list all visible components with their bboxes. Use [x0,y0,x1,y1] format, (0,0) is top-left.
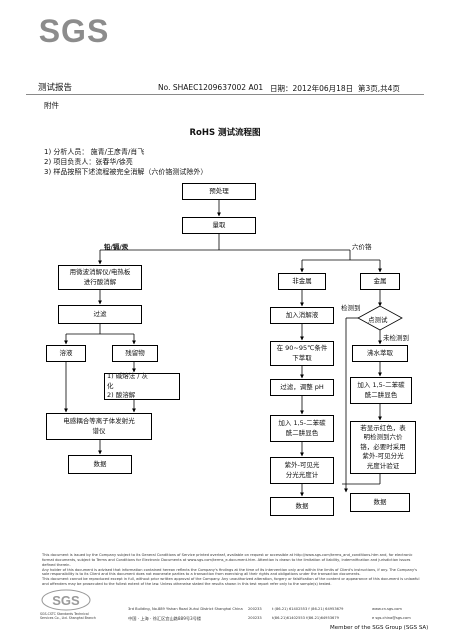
sgs-group-member: Member of the SGS Group (SGS SA) [330,625,429,631]
digest-line-1: 用微波消解仪/电热板 [69,268,131,277]
add-digest-label: 加入消解液 [285,310,319,319]
data-left-label: 数据 [93,459,107,468]
residue-step-1: 1) 碱熔法 / 灰 [107,372,149,381]
icp-line-1: 电感耦合等离子体发射光 [63,417,135,426]
residue-label: 残留物 [125,348,145,357]
branch-lead-cd-hg: 铅/镉/汞 [104,243,129,251]
uvvis-line-1: 紫外-可见光 [284,461,320,470]
note-3: 3) 样品按照下述流程被完全消解（六价铬测试除外） [44,168,208,176]
address-cn: 中国 · 上海 · 徐汇区宜山路889号3号楼 [128,616,202,621]
solution-label: 溶液 [59,348,73,357]
filter-ph-label: 过滤，调整 pH [280,382,324,391]
phone-cn: t(86-21)61402553 f(86-21)64953679 [272,616,339,620]
doc-title: 测试报告 [38,83,73,93]
preprocess-step: 预处理 [182,183,256,200]
heat-extract-step: 在 90~95℃条件 下萃取 [270,341,334,366]
disclaimer-line-2: Any holder of this document is advised t… [42,567,417,577]
confirm-line-3: 铬，必要时采用 [360,442,406,451]
heat-line-1: 在 90~95℃条件 [276,344,328,353]
preprocess-label: 预处理 [209,186,229,195]
microwave-digest-step: 用微波消解仪/电热板 进行酸消解 [58,265,142,290]
sgs-seal-logo: SGS [40,586,92,624]
dpc-mid-line-1: 加入 1,5-二苯碳 [278,419,326,428]
spot-test-label: 点测试 [368,316,388,324]
filter-ph-step: 过滤，调整 pH [270,379,334,396]
icp-line-2: 谱仪 [92,426,106,435]
residue-treatment-step: 1) 碱熔法 / 灰 化 2) 酸溶解 [104,372,180,400]
boil-label: 沸水萃取 [367,348,393,357]
confirm-line-2: 明检测到六价 [363,433,403,442]
attachment-label: 附件 [44,101,59,110]
dpc-right-line-2: 酰二肼显色 [364,390,398,399]
data-middle-step: 数据 [270,497,334,516]
boil-extract-step: 沸水萃取 [352,345,408,362]
data-right-step: 数据 [350,493,410,512]
solution-step: 溶液 [46,345,86,362]
filter-label: 过滤 [93,309,107,318]
dpc-mid-line-2: 酰二肼显色 [285,428,319,437]
heat-line-2: 下萃取 [292,353,312,362]
svg-text:SGS: SGS [39,13,110,49]
nonmetal-step: 非金属 [278,273,326,290]
add-dpc-right-step: 加入 1,5-二苯碳 酰二肼显色 [350,377,412,404]
postcode-2: 200233 [248,616,262,620]
note-2: 2) 项目负责人：张春华/徐亮 [44,158,133,166]
confirm-line-1: 若显示红色，表 [360,423,406,432]
website-link[interactable]: www.cn.sgs.com [372,607,402,611]
note-1: 1) 分析人员： 施青/王彦青/肖飞 [44,148,145,156]
weigh-label: 量取 [212,220,226,229]
company-name: SGS-CSTC Standards Technical Services Co… [40,612,96,621]
dpc-right-line-1: 加入 1,5-二苯碳 [357,381,405,390]
page-number: 第3页,共4页 [358,84,400,93]
not-detected-label: 未检测到 [383,334,409,342]
uvvis-line-2: 分光光度计 [285,470,319,479]
branch-cr6: 六价铬 [352,243,372,251]
address-en: 3rd Building, No.889 Yishan Road Xuhui D… [128,607,243,611]
nonmetal-label: 非金属 [292,276,312,285]
uv-vis-step: 紫外-可见光 分光光度计 [270,457,334,484]
red-color-confirm-step: 若显示红色，表 明检测到六价 铬，必要时采用 紫外-可见分光 光度计验证 [350,421,416,474]
icp-oes-step: 电感耦合等离子体发射光 谱仪 [46,413,152,440]
residue-step-1b: 化 [107,381,114,390]
confirm-line-5: 光度计验证 [366,461,400,470]
data-middle-label: 数据 [295,501,309,510]
report-date: 日期：2012年06月18日 [270,84,354,93]
detected-label: 检测到 [341,304,361,312]
email-link[interactable]: e sgs.china@sgs.com [372,616,411,620]
metal-step: 金属 [360,273,400,290]
add-dpc-middle-step: 加入 1,5-二苯碳 酰二肼显色 [270,415,334,442]
postcode-1: 200233 [248,607,262,611]
svg-text:SGS: SGS [52,593,80,608]
data-left-step: 数据 [68,455,132,474]
digest-line-2: 进行酸消解 [83,277,117,286]
residue-step: 残留物 [112,345,158,362]
report-number: No. SHAEC1209637002 A01 [158,83,264,92]
weigh-step: 量取 [182,217,256,234]
header-rule [26,94,424,95]
flow-title: RoHS 测试流程图 [189,128,261,138]
phone-en: t (86-21) 61402553 f (86-21) 64953679 [272,607,344,611]
confirm-line-4: 紫外-可见分光 [362,452,404,461]
filter-step: 过滤 [58,305,142,324]
add-digest-solution-step: 加入消解液 [270,307,334,324]
sgs-logo: SGS [38,10,110,50]
residue-step-2: 2) 酸溶解 [107,391,136,400]
data-right-label: 数据 [373,497,387,506]
footer-disclaimer: This document is issued by the Company s… [42,553,422,587]
disclaimer-line-1: This document is issued by the Company s… [42,553,413,567]
disclaimer-line-3: This document cannot be reproduced excep… [42,577,420,587]
metal-label: 金属 [373,276,387,285]
